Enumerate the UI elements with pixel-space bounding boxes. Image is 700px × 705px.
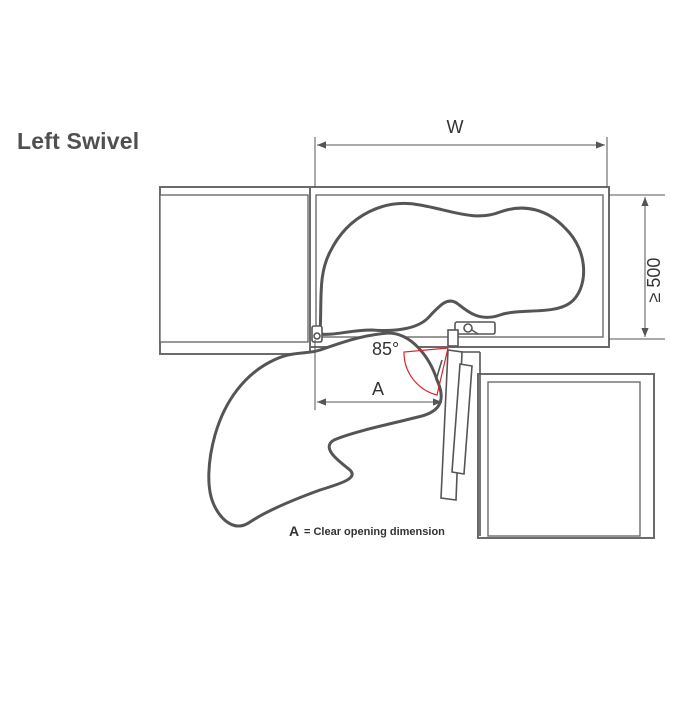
- depth-dimension: ≥ 500: [609, 194, 665, 340]
- opening-dimension: A: [314, 340, 442, 410]
- right-adjacent-cabinet: [477, 373, 655, 539]
- legend-key: A: [289, 523, 299, 539]
- lower-tray: [207, 331, 443, 528]
- left-adjacent-cabinet: [159, 186, 311, 355]
- width-label: W: [447, 117, 464, 137]
- depth-label: ≥ 500: [644, 258, 664, 303]
- swing-angle: 85°: [372, 339, 449, 396]
- angle-label: 85°: [372, 339, 399, 359]
- legend-text: = Clear opening dimension: [304, 526, 445, 538]
- width-dimension: W: [314, 117, 608, 187]
- swivel-mechanism: [311, 321, 496, 536]
- upper-tray: [318, 202, 586, 336]
- diagram-title: Left Swivel: [17, 128, 140, 154]
- opening-label: A: [372, 379, 384, 399]
- legend: A = Clear opening dimension: [289, 523, 445, 539]
